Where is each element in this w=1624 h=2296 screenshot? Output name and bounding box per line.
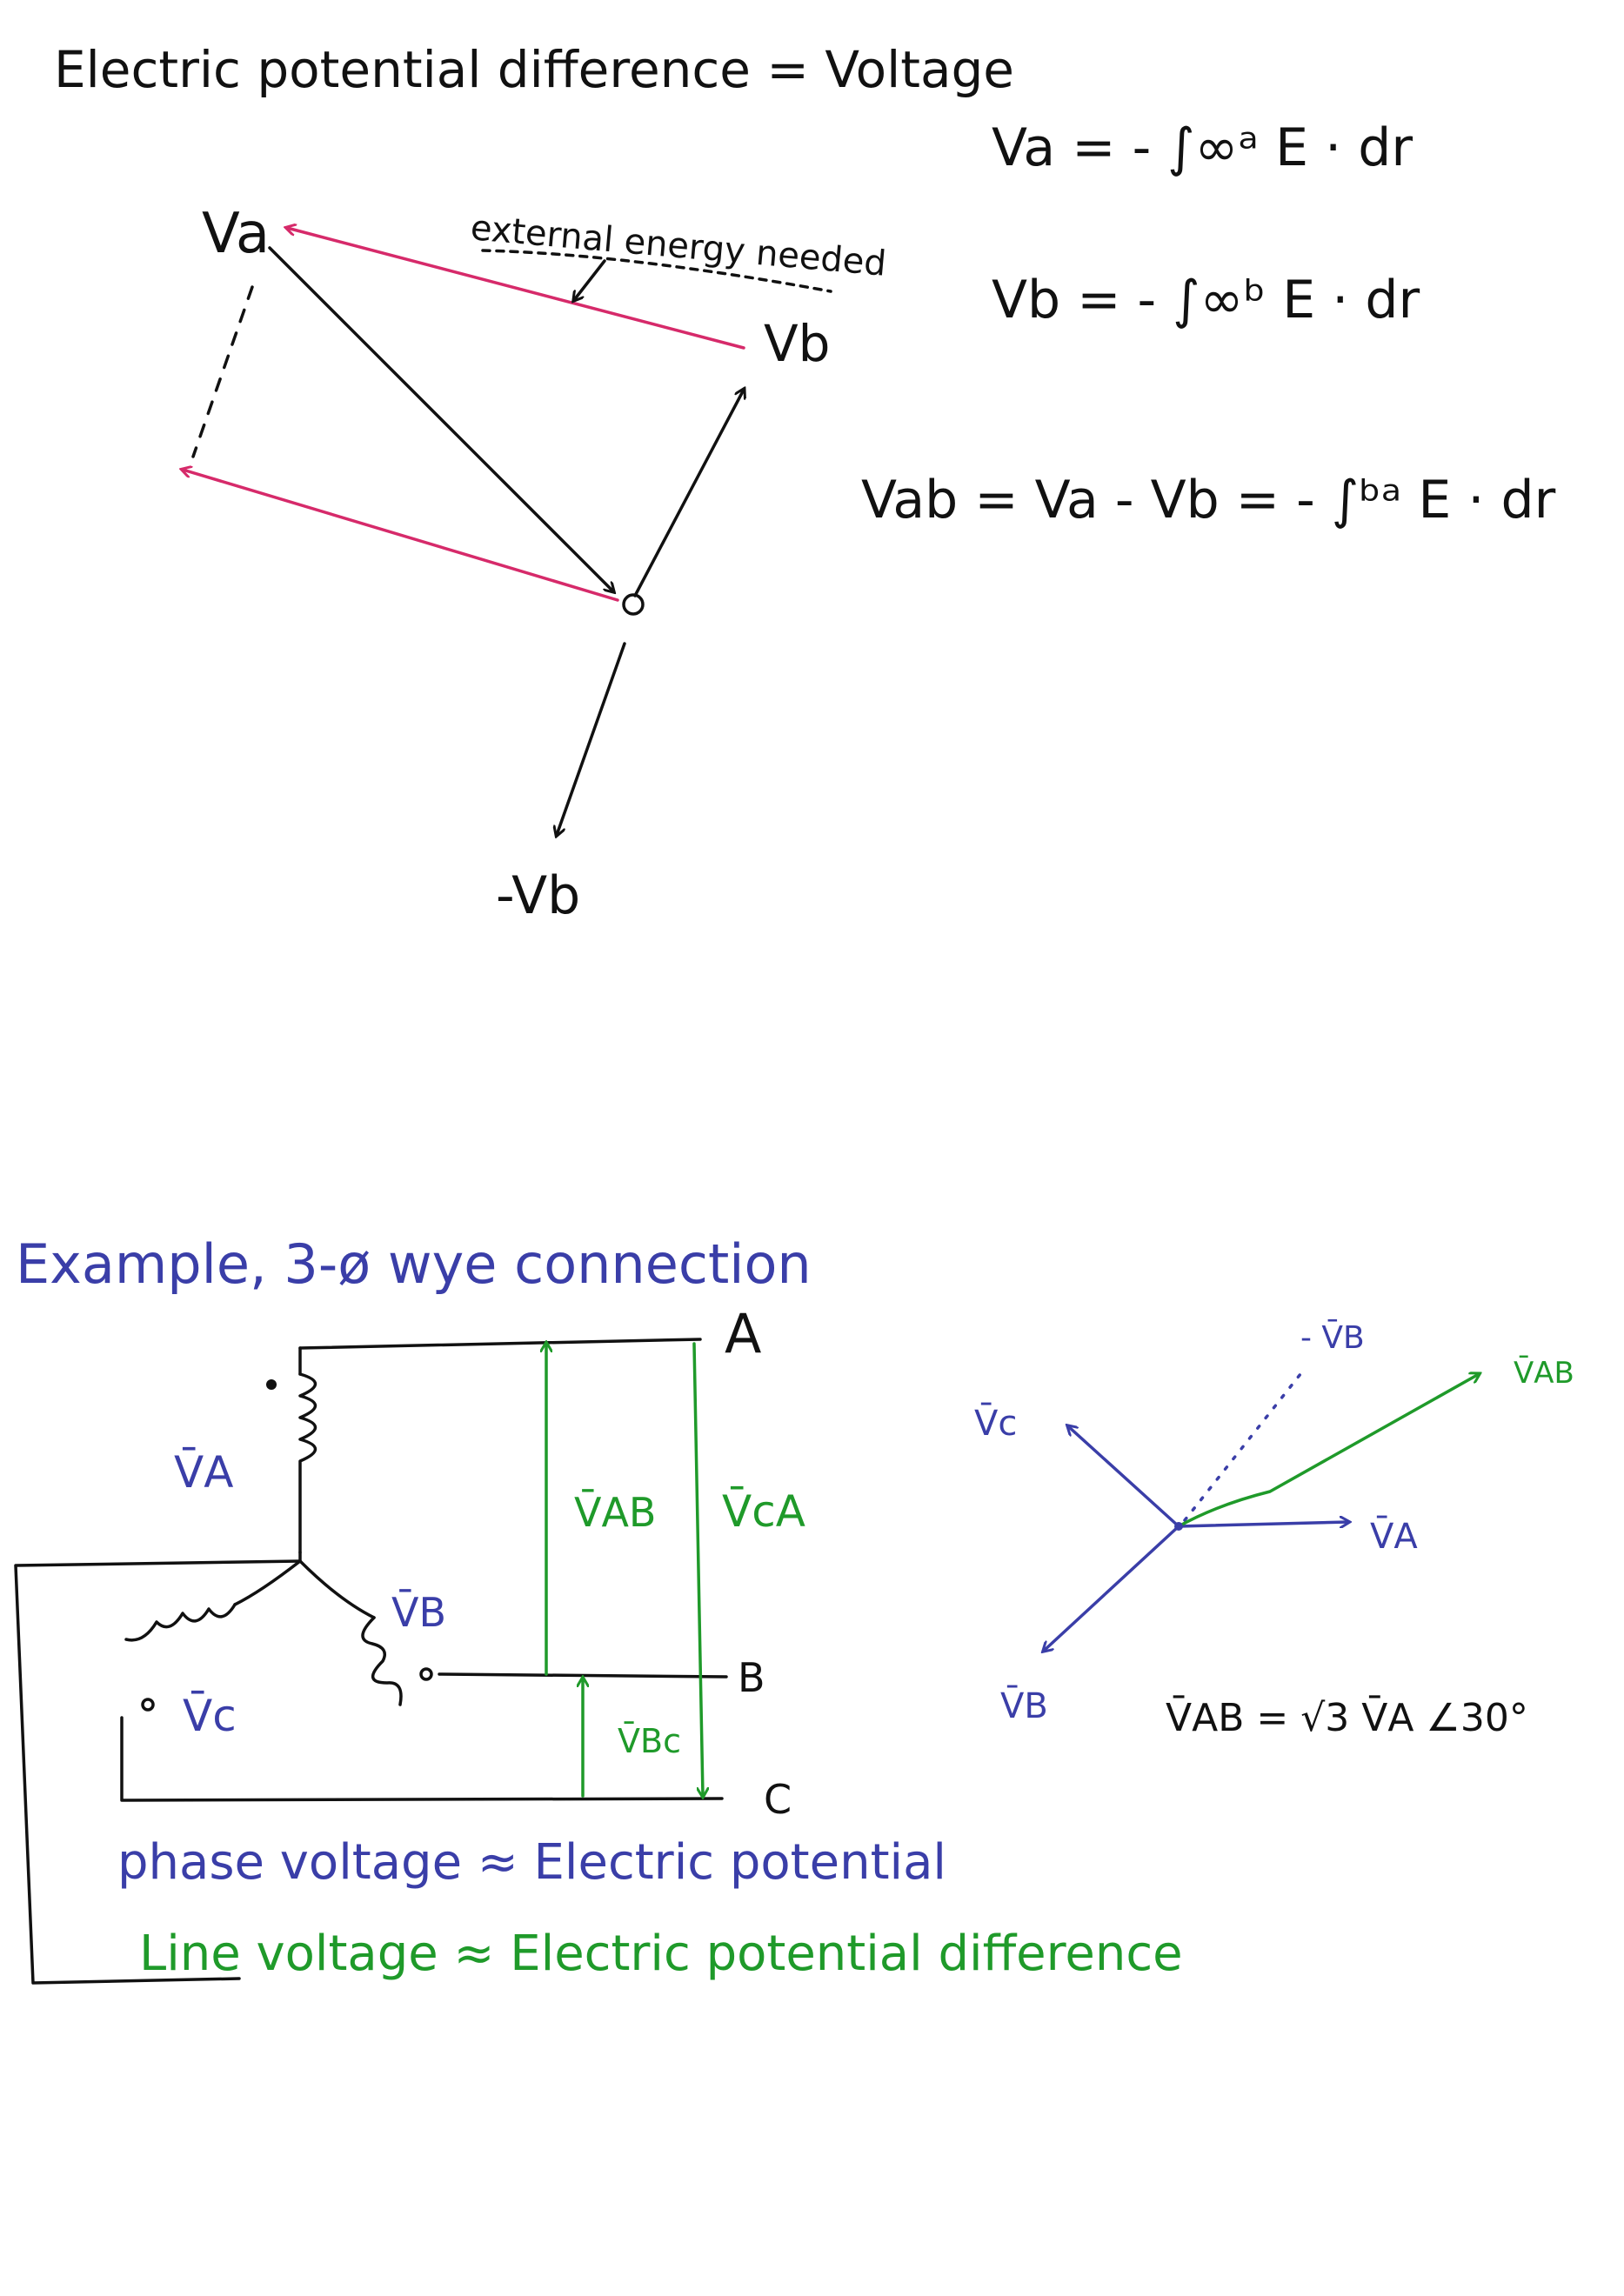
section1-title: Electric potential difference = Voltage [54, 40, 1014, 99]
label-vb: Vb [764, 314, 831, 373]
label-phase-a: V̄A [174, 1446, 233, 1498]
equation-va: Va = - ∫∞ᵃ E · dr [992, 117, 1413, 178]
label-line-ab: V̄AB [574, 1489, 657, 1536]
label-va: Va [202, 202, 270, 266]
wire-c [120, 1716, 724, 1802]
phasor-va [1177, 1522, 1348, 1526]
dot-b [419, 1667, 433, 1681]
coil-c [124, 1603, 237, 1642]
phasor-vc [1068, 1426, 1180, 1528]
note-phase-voltage: phase voltage ≈ Electric potential [117, 1834, 946, 1891]
phasor-origin [1174, 1522, 1183, 1531]
note-line-voltage: Line voltage ≈ Electric potential differ… [139, 1926, 1183, 1982]
phasor-label-vc: V̄c [974, 1402, 1017, 1444]
node-b: B [738, 1654, 765, 1701]
section2-title: Example, 3-ø wye connection [16, 1232, 812, 1296]
wire-to-b-coil [298, 1559, 376, 1619]
label-neg-vb: -Vb [496, 865, 580, 926]
label-phase-c: V̄c [183, 1690, 237, 1741]
coil-b [361, 1616, 403, 1706]
wire-b [438, 1672, 728, 1679]
arrow-vb-to-va [287, 228, 745, 350]
wire-to-c-coil [233, 1559, 302, 1606]
label-line-bc: V̄Bc [618, 1722, 681, 1760]
arrow-vca [692, 1342, 703, 1796]
phasor-relation: V̄AB = √3 V̄A ∠30° [1166, 1694, 1528, 1740]
label-phase-b: V̄B [391, 1589, 446, 1636]
node-a: A [725, 1302, 761, 1365]
node-c: C [764, 1776, 792, 1823]
vector-neg-vb [557, 642, 626, 835]
phasor-neg-vb [1183, 1372, 1302, 1522]
label-line-ca: V̄cA [722, 1485, 805, 1537]
dashed-va-left [191, 285, 254, 458]
arrow-origin-to-left [183, 470, 619, 602]
origin-point [622, 593, 645, 616]
dot-a [266, 1379, 277, 1390]
coil-a [298, 1372, 317, 1554]
wire-neutral-loop [14, 1559, 302, 1985]
label-external-energy: external energy needed [469, 208, 888, 284]
vector-origin-to-vb [633, 390, 744, 597]
note-wave [481, 249, 832, 293]
equation-vab: Vab = Va - Vb = - ∫ᵇᵃ E · dr [861, 470, 1556, 531]
phasor-label-vab: V̄AB [1514, 1355, 1574, 1391]
phasor-label-neg-vb: - V̄B [1300, 1318, 1365, 1356]
phasor-vab [1177, 1374, 1479, 1528]
phasor-label-vb: V̄B [1000, 1685, 1048, 1726]
phasor-vb [1044, 1525, 1180, 1651]
dot-c [141, 1698, 155, 1712]
note-pointer [574, 259, 606, 300]
vector-va-to-origin [268, 246, 613, 591]
wire-a [298, 1338, 702, 1350]
phasor-label-va: V̄A [1370, 1515, 1418, 1557]
equation-vb: Vb = - ∫∞ᵇ E · dr [992, 270, 1420, 330]
